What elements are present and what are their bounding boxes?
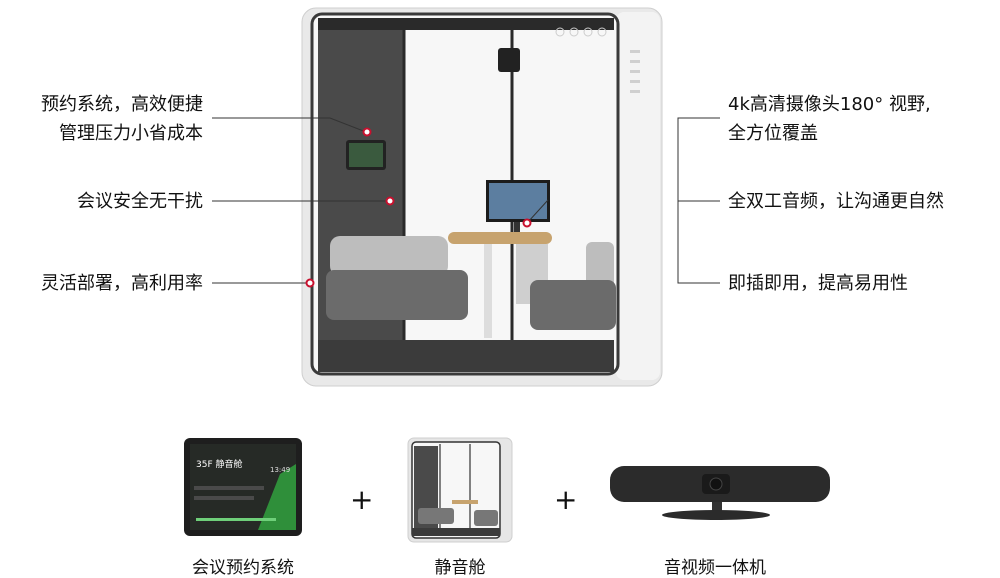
feature-plug-and-play: 即插即用，提高易用性: [728, 273, 908, 294]
callouts: [212, 117, 720, 284]
video-bar-image: [610, 466, 830, 520]
plus-sign-2: +: [554, 483, 578, 516]
plus-sign-1: +: [350, 483, 374, 516]
caption-booth: 静音舱: [434, 558, 486, 578]
feature-secure-meeting: 会议安全无干扰: [77, 191, 203, 212]
mini-booth-image: [407, 437, 513, 543]
tablet-screen-title: 35F 静音舱: [196, 460, 243, 470]
booth-main: [301, 7, 663, 387]
feature-full-duplex-audio: 全双工音频，让沟通更自然: [728, 191, 944, 212]
feature-booking-system: 预约系统，高效便捷 管理压力小省成本: [41, 94, 203, 144]
feature-flexible-deploy: 灵活部署，高利用率: [41, 273, 203, 294]
feature-4k-camera: 4k高清摄像头180° 视野, 全方位覆盖: [728, 94, 931, 144]
booking-tablet-image: [184, 438, 302, 536]
caption-av-bar: 音视频一体机: [664, 558, 766, 578]
tablet-screen-time: 13:49: [270, 466, 291, 474]
caption-booking-system: 会议预约系统: [192, 558, 294, 578]
callout-markers: [305, 127, 532, 288]
